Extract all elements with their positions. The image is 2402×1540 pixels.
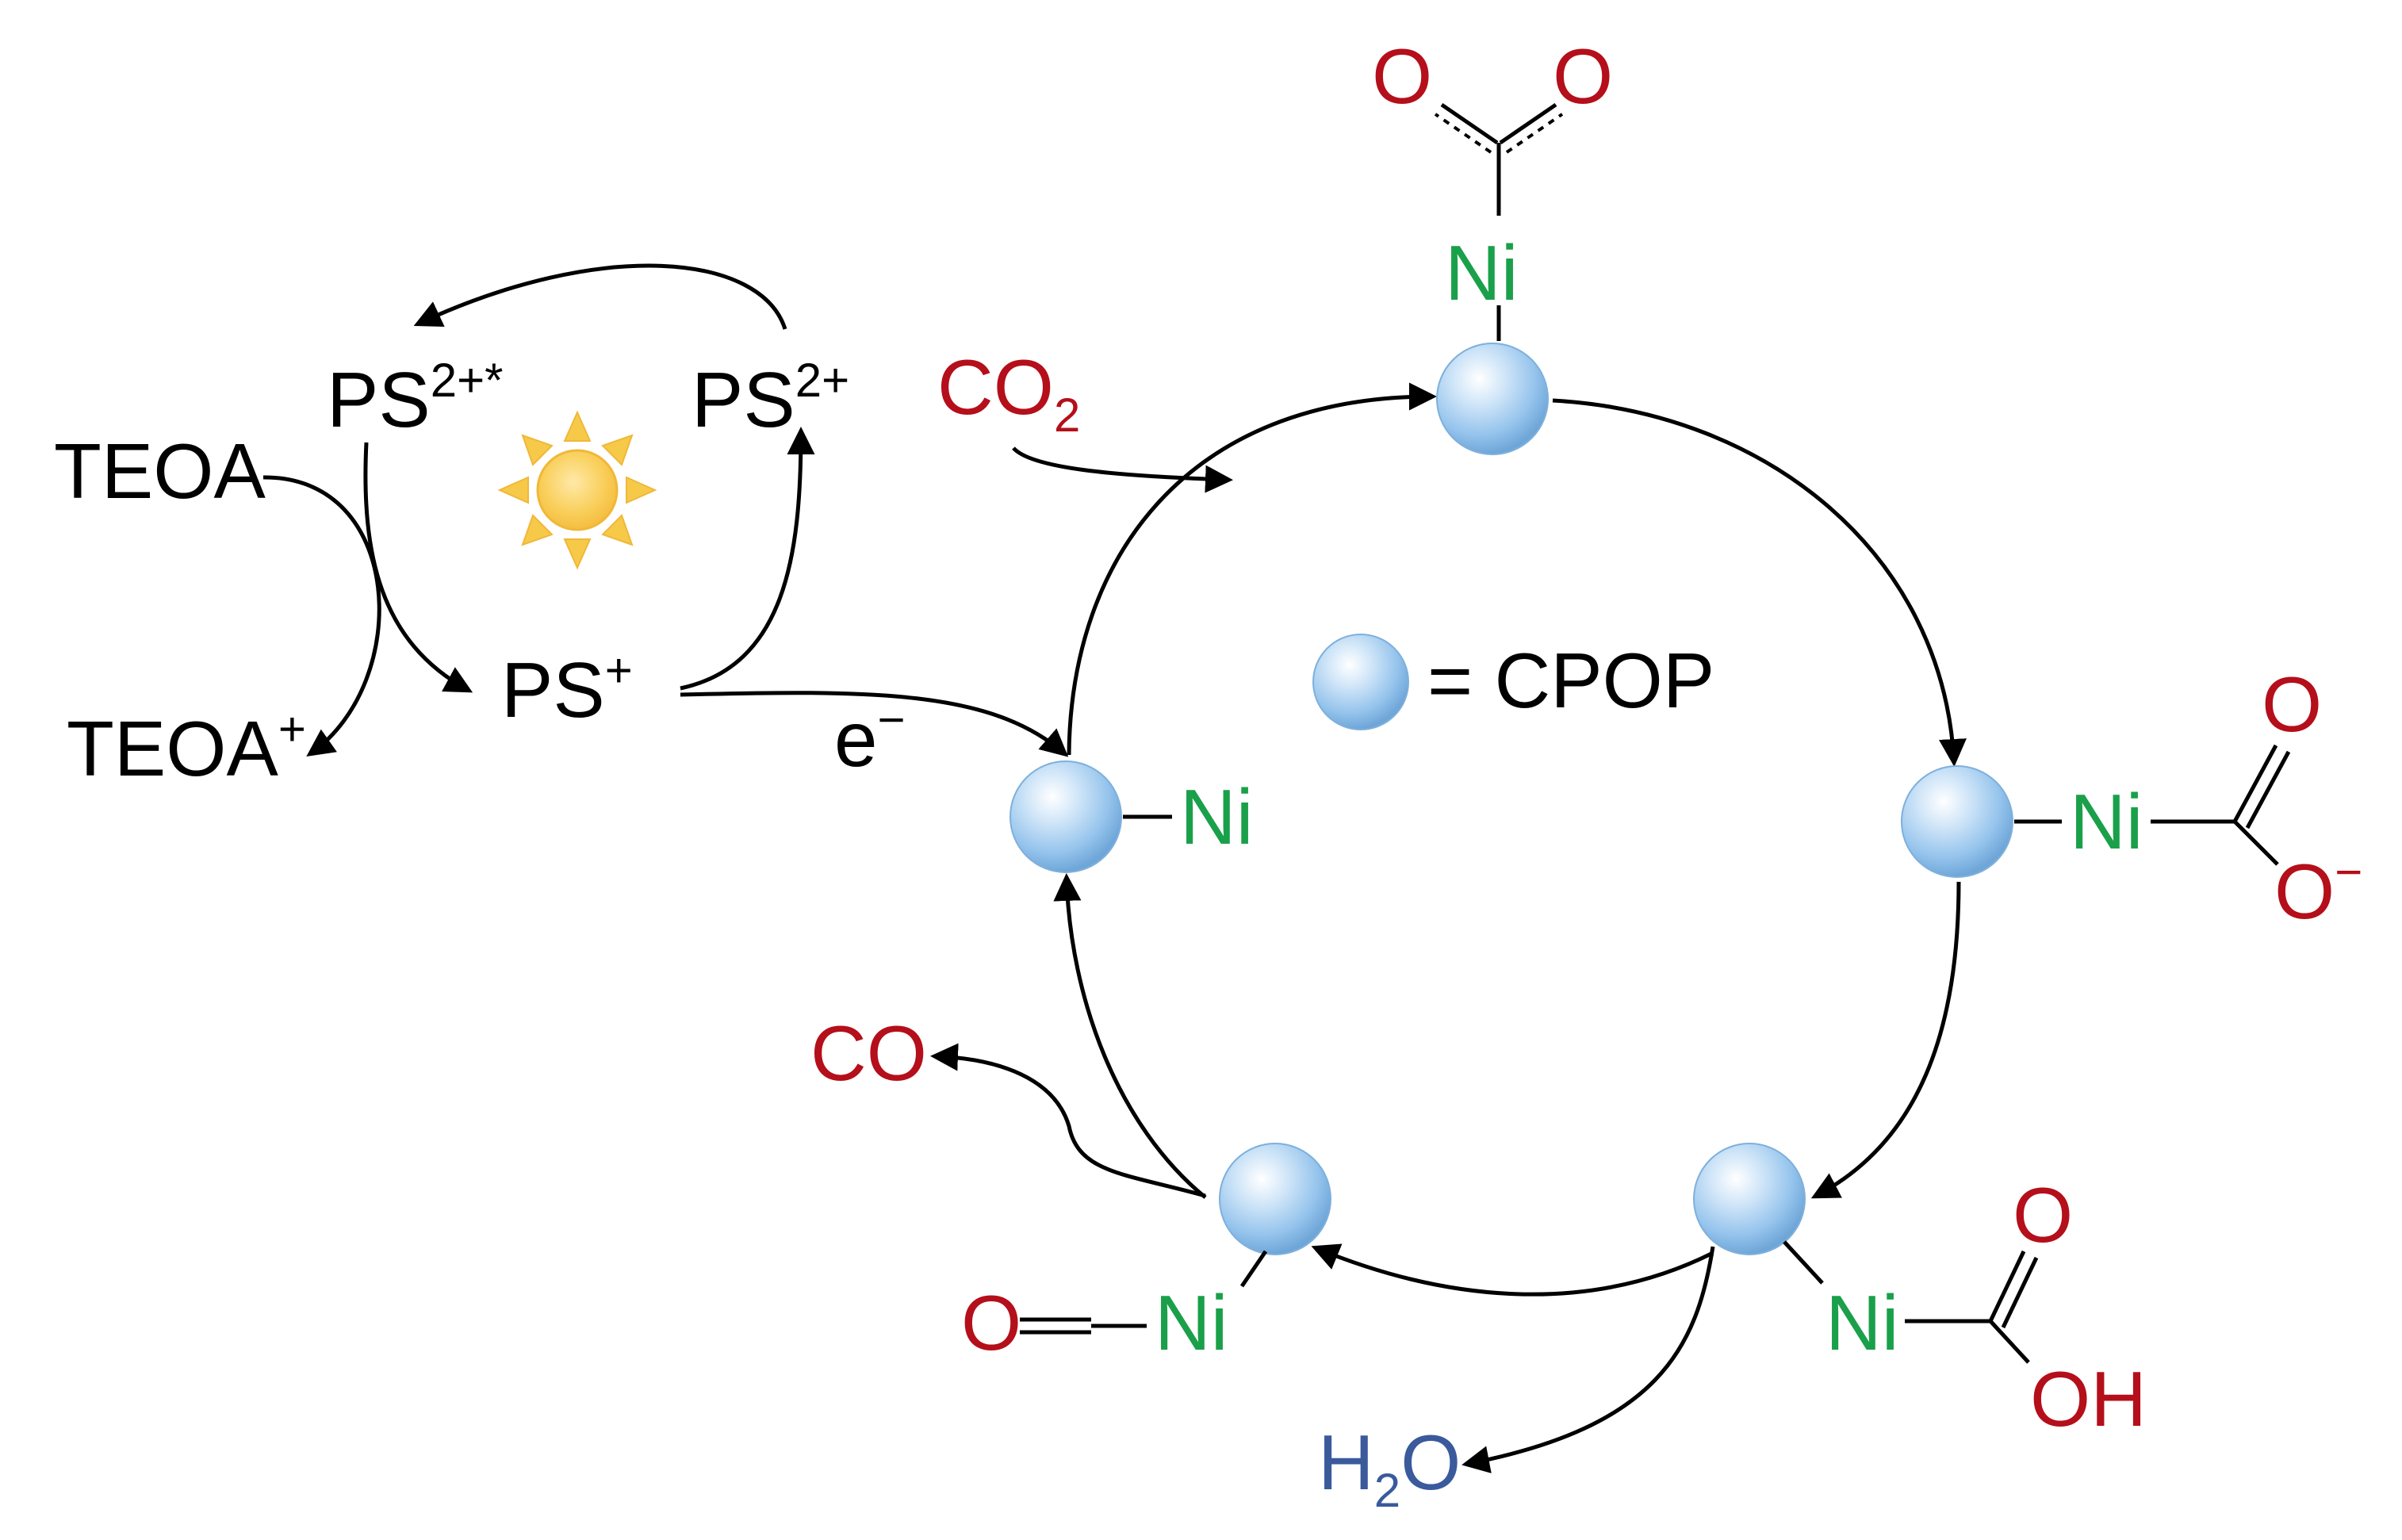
bond-top-c-o-right-dashed <box>1505 113 1564 154</box>
h2o-label: H2O <box>1318 1419 1461 1517</box>
arrow-ps-oxidized-to-excited <box>413 263 787 330</box>
bond-top-c-o-left <box>1440 102 1499 145</box>
arc-top-to-right <box>1552 398 1967 767</box>
sun-icon <box>497 410 657 570</box>
arrow-electron-transfer <box>680 691 1069 757</box>
top-o-right: O <box>1553 33 1613 120</box>
bottom-right-oh: OH <box>2030 1355 2147 1442</box>
arrow-teoa-to-teoa-plus <box>262 475 381 757</box>
bottom-left-o: O <box>961 1279 1021 1366</box>
arc-bottom-right-to-bottom-left <box>1311 1243 1714 1297</box>
electron-label: e− <box>834 693 906 783</box>
bond-right-c-o-double-b <box>2245 750 2291 829</box>
co2-label: CO2 <box>937 343 1080 442</box>
bond-br-c-o-double-b <box>2001 1256 2039 1329</box>
arc-right-to-bottom-right <box>1810 881 1961 1199</box>
sphere-bottom-right <box>1693 1143 1806 1255</box>
co-label: CO <box>810 1009 927 1097</box>
right-o-top: O <box>2262 661 2322 748</box>
legend-label: = CPOP <box>1427 637 1714 724</box>
top-o-left: O <box>1372 33 1432 120</box>
arrow-ps-reduced-to-oxidized <box>680 427 815 691</box>
ps-oxidized-label: PS2+ <box>691 354 849 443</box>
legend-sphere <box>1312 634 1409 730</box>
bottom-right-o-top: O <box>2013 1171 2073 1258</box>
bottom-right-ni: Ni <box>1825 1279 1899 1366</box>
sphere-right <box>1901 765 2013 878</box>
arrow-ps-excited-to-reduced <box>363 442 473 693</box>
bond-bl-sphere-ni <box>1239 1250 1268 1288</box>
arc-bottom-left-to-left <box>1053 873 1207 1199</box>
bond-top-c-o-left-dashed <box>1434 113 1492 154</box>
teoa-plus-label: TEOA+ <box>67 703 306 792</box>
arc-left-to-top <box>1067 382 1437 756</box>
bond-top-c-o-right <box>1499 102 1557 145</box>
right-o-minus: O− <box>2274 845 2362 935</box>
bond-br-c-o-double-a <box>1988 1250 2026 1323</box>
ps-excited-label: PS2+* <box>327 354 504 443</box>
sphere-bottom-left <box>1219 1143 1331 1255</box>
left-ni: Ni <box>1180 773 1254 860</box>
arrow-co2-input <box>1012 446 1233 493</box>
arrow-h2o-release <box>1462 1246 1715 1473</box>
bond-br-c-oh <box>1989 1320 2030 1364</box>
bond-right-c-o-single <box>2233 820 2279 866</box>
arrow-co-release <box>930 1043 1206 1198</box>
sphere-top <box>1436 343 1549 455</box>
right-ni: Ni <box>2070 778 2143 865</box>
bond-br-sphere-ni <box>1783 1240 1824 1285</box>
bond-right-c-o-double-a <box>2232 744 2278 823</box>
ps-reduced-label: PS+ <box>501 644 633 734</box>
teoa-label: TEOA <box>54 427 266 515</box>
top-ni: Ni <box>1445 229 1519 316</box>
sphere-left <box>1009 760 1122 873</box>
bottom-left-ni: Ni <box>1155 1279 1228 1366</box>
